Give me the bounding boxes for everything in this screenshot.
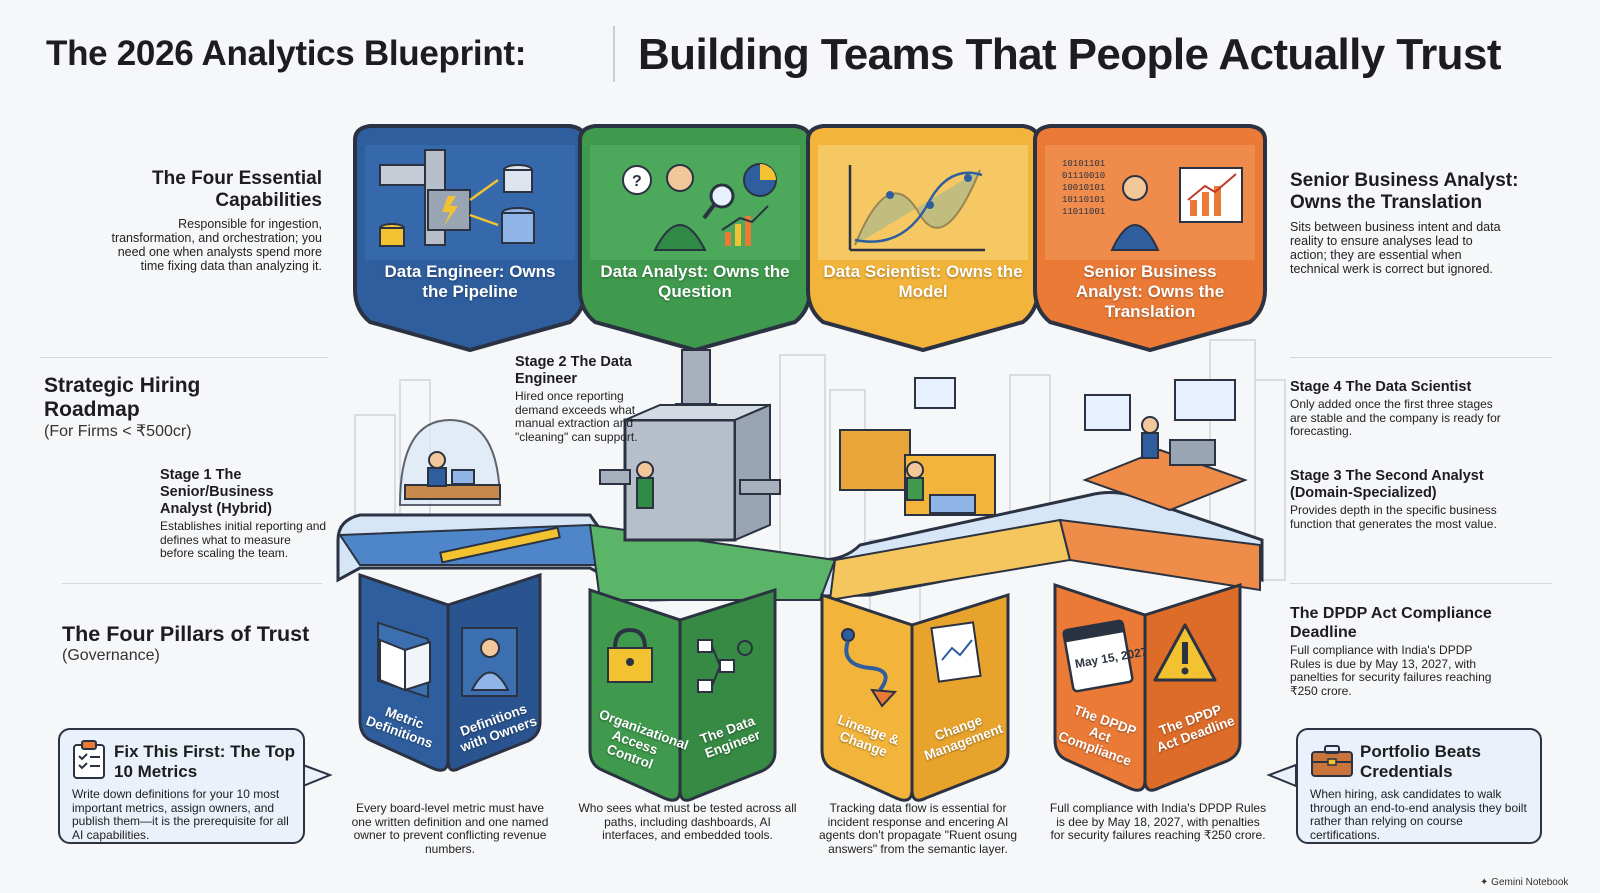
right-separator-2	[1290, 583, 1552, 584]
pillar-yellow	[820, 592, 1010, 802]
right-separator-1	[1290, 357, 1552, 358]
capabilities-text: Responsible for ingestion, transformatio…	[111, 217, 322, 273]
business-analyst-chart-icon: 10101101 01110010 10010101 10110101 1101…	[1062, 159, 1243, 251]
dpdp-text: Full compliance with India's DPDP Rules …	[1290, 643, 1492, 698]
document-chart-icon	[930, 621, 982, 683]
warning-icon	[1153, 623, 1217, 682]
stage-1-block: Stage 1 The Senior/Business Analyst (Hyb…	[160, 467, 328, 561]
roadmap-block: Strategic Hiring Roadmap (For Firms < ₹5…	[44, 374, 294, 442]
role-label-data-scientist: Data Scientist: Owns the Model	[823, 262, 1023, 301]
stage-3-title: Stage 3 The Second Analyst (Domain-Speci…	[1290, 468, 1484, 501]
caption-access-control: Who sees what must be tested across all …	[578, 801, 797, 842]
senior-ba-text: Sits between business intent and data re…	[1290, 220, 1501, 276]
sparkle-icon: ✦	[1480, 877, 1489, 888]
svg-text:11011001: 11011001	[1062, 207, 1105, 217]
pillars-sub: (Governance)	[62, 647, 160, 664]
fix-first-callout: Fix This First: The Top 10 Metrics Write…	[58, 728, 305, 844]
left-separator-2	[62, 583, 322, 584]
caption-lineage-change: Tracking data flow is essential for inci…	[818, 801, 1018, 856]
stage-3-block: Stage 3 The Second Analyst (Domain-Speci…	[1290, 468, 1505, 531]
roadmap-heading: Strategic Hiring Roadmap	[44, 374, 201, 421]
portfolio-title: Portfolio Beats Credentials	[1360, 742, 1481, 781]
senior-ba-heading: Senior Business Analyst: Owns the Transl…	[1290, 170, 1519, 213]
model-curve-icon	[848, 165, 985, 252]
padlock-icon	[607, 627, 653, 683]
svg-text:01110010: 01110010	[1062, 171, 1105, 181]
stage1-desk-dome	[398, 418, 561, 564]
pipeline-database-icon	[379, 149, 535, 247]
role-label-data-analyst: Data Analyst: Owns the Question	[600, 262, 790, 301]
briefcase-icon	[1311, 745, 1353, 777]
svg-text:10101101: 10101101	[1062, 159, 1105, 169]
flow-gear-icon	[697, 639, 753, 693]
stage-3-text: Provides depth in the specific business …	[1290, 503, 1497, 531]
stage-2-block: Stage 2 The Data Engineer Hired once rep…	[515, 354, 660, 444]
watermark: ✦ Gemini Notebook	[1480, 877, 1568, 888]
dpdp-heading: The DPDP Act Compliance Deadline	[1290, 605, 1492, 641]
svg-text:10110101: 10110101	[1062, 195, 1105, 205]
pillar-green	[588, 587, 777, 802]
title-divider	[613, 26, 615, 82]
title-left: The 2026 Analytics Blueprint:	[46, 34, 527, 73]
lineage-arrow-icon	[841, 628, 898, 708]
fix-first-title: Fix This First: The Top 10 Metrics	[114, 742, 296, 781]
book-icon	[379, 638, 431, 692]
svg-text:?: ?	[632, 173, 642, 190]
svg-text:10010101: 10010101	[1062, 183, 1105, 193]
portfolio-text: When hiring, ask candidates to walk thro…	[1310, 787, 1527, 842]
role-label-senior-business-analyst: Senior Business Analyst: Owns the Transl…	[1075, 262, 1225, 321]
stage-4-block: Stage 4 The Data Scientist Only added on…	[1290, 379, 1505, 439]
pillars-heading: The Four Pillars of Trust	[62, 622, 310, 646]
stage-1-title: Stage 1 The Senior/Business Analyst (Hyb…	[160, 467, 274, 517]
stage2-machine	[599, 403, 781, 542]
roadmap-sub: (For Firms < ₹500cr)	[44, 423, 192, 440]
stage-2-title: Stage 2 The Data Engineer	[515, 354, 632, 387]
stage-4-text: Only added once the first three stages a…	[1290, 397, 1501, 438]
dpdp-block: The DPDP Act Compliance Deadline Full co…	[1290, 604, 1505, 698]
fix-first-text: Write down definitions for your 10 most …	[72, 787, 289, 842]
senior-ba-block: Senior Business Analyst: Owns the Transl…	[1290, 170, 1550, 276]
caption-dpdp: Full compliance with India's DPDP Rules …	[1049, 801, 1267, 842]
stage-1-text: Establishes initial reporting and define…	[160, 519, 327, 560]
role-shield-data-scientist	[806, 124, 1040, 353]
capabilities-block: The Four Essential Capabilities Responsi…	[100, 168, 322, 273]
stage3-office	[839, 377, 996, 516]
portfolio-callout: Portfolio Beats Credentials When hiring,…	[1296, 728, 1542, 844]
stage-4-title: Stage 4 The Data Scientist	[1290, 379, 1472, 395]
role-label-data-engineer: Data Engineer: Owns the Pipeline	[384, 262, 556, 301]
person-icon	[461, 627, 518, 697]
caption-metric-definitions: Every board-level metric must have one w…	[351, 801, 549, 856]
analyst-magnifier-icon: ?	[622, 163, 777, 251]
calendar-icon: May 15, 2027	[1062, 619, 1149, 693]
pillars-block: The Four Pillars of Trust (Governance)	[62, 622, 332, 666]
clipboard-checklist-icon	[73, 740, 105, 779]
stage-2-text: Hired once reporting demand exceeds what…	[515, 389, 638, 444]
platform-ribbon	[336, 491, 1264, 602]
capabilities-heading: The Four Essential Capabilities	[152, 168, 322, 211]
title-right: Building Teams That People Actually Trus…	[638, 30, 1501, 79]
watermark-text: Gemini Notebook	[1491, 877, 1569, 888]
left-separator-1	[40, 357, 328, 358]
stage4-workstation	[1082, 379, 1248, 512]
